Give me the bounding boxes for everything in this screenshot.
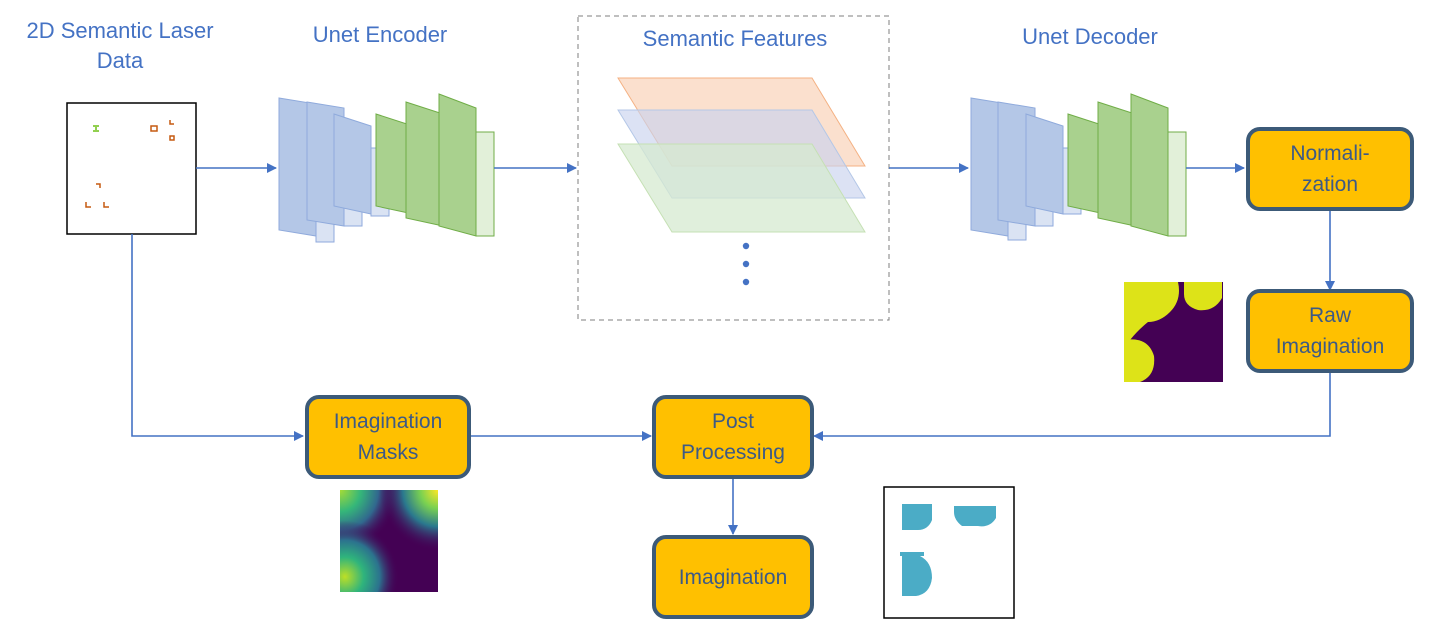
laser-data-image: [66, 102, 197, 235]
imagination-node: Imagination: [652, 535, 814, 619]
imagination-masks-line2: Masks: [357, 441, 419, 464]
unet-encoder-label: Unet Encoder: [312, 22, 448, 47]
laser-data-label: 2D Semantic Laser Data: [10, 16, 230, 76]
imagination-label: Imagination: [678, 565, 788, 589]
normalization-line2: zation: [1301, 173, 1359, 196]
raw-imagination-line1: Raw: [1308, 304, 1351, 327]
unet-decoder-label: Unet Decoder: [1022, 24, 1158, 49]
post-processing-line1: Post: [711, 410, 754, 433]
raw-imagination-line2: Imagination: [1275, 335, 1385, 358]
normalization-node: Normali-zation: [1246, 127, 1414, 211]
unet-decoder-blocks: [970, 93, 1187, 241]
imagination-masks-image: [340, 490, 438, 592]
connectors: [131, 163, 1335, 535]
raw-imagination-image: [1124, 282, 1223, 382]
post-processing-line2: Processing: [681, 441, 785, 464]
unet-encoder-blocks: [278, 93, 495, 243]
laser-data-label-line2: Data: [96, 48, 144, 73]
semantic-features-box: [577, 15, 890, 321]
final-imagination-image: [883, 486, 1015, 619]
normalization-line1: Normali-: [1290, 142, 1370, 165]
semantic-features-label: Semantic Features: [642, 26, 828, 51]
imagination-masks-line1: Imagination: [333, 410, 443, 433]
laser-data-label-line1: 2D Semantic Laser: [26, 18, 214, 43]
